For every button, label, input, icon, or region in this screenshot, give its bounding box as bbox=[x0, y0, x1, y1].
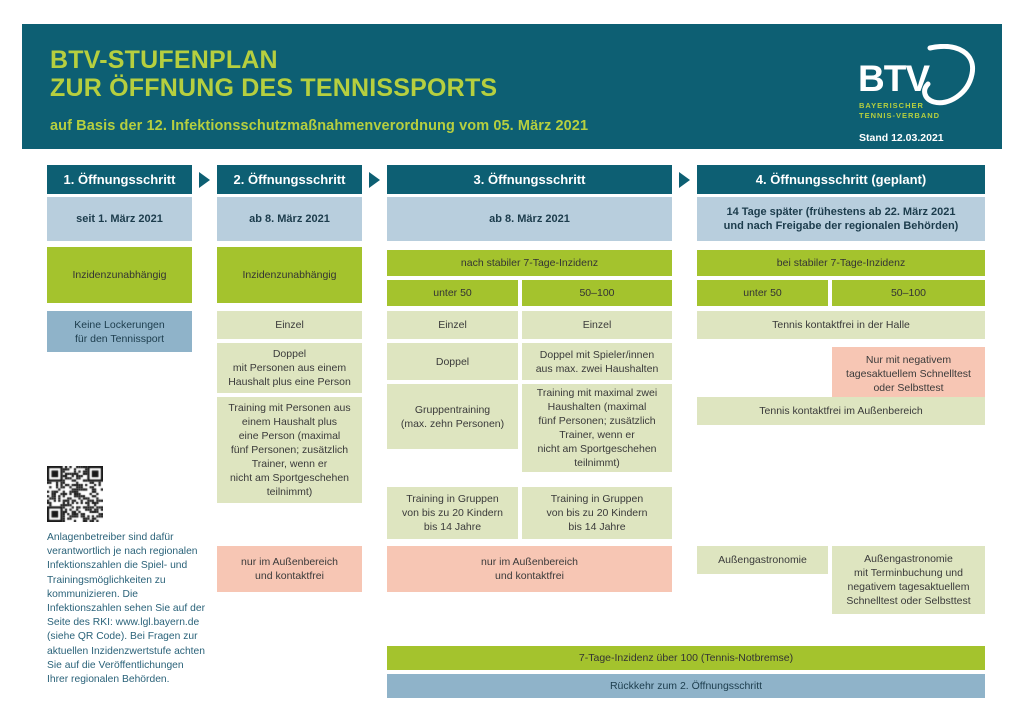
col2-item-0: Einzel bbox=[217, 311, 362, 339]
col3-right-item-1: Doppel mit Spieler/innen aus max. zwei H… bbox=[522, 343, 672, 380]
incidence-header-2: Inzidenzunabhängig bbox=[217, 247, 362, 303]
col4-full-item-1: Tennis kontaktfrei im Außenbereich bbox=[697, 397, 985, 425]
incidence-sub-4-under50: unter 50 bbox=[697, 280, 828, 306]
col3-right-item-2: Training mit maximal zwei Haushalten (ma… bbox=[522, 384, 672, 472]
col4-gastro-right: Außengastronomie mit Terminbuchung und n… bbox=[832, 546, 985, 614]
col4-right-only: Nur mit negativem tagesaktuellem Schnell… bbox=[832, 347, 985, 401]
col2-item-3: nur im Außenbereich und kontaktfrei bbox=[217, 546, 362, 592]
page-header: BTV-STUFENPLAN ZUR ÖFFNUNG DES TENNISSPO… bbox=[22, 24, 1002, 149]
incidence-header-3: nach stabiler 7-Tage-Inzidenz bbox=[387, 250, 672, 276]
col2-item-1: Doppel mit Personen aus einem Haushalt p… bbox=[217, 343, 362, 393]
btv-logo: BTV BAYERISCHER TENNIS-VERBAND Stand 12.… bbox=[856, 44, 976, 144]
col3-left-item-0: Einzel bbox=[387, 311, 518, 339]
col4-gastro-left: Außengastronomie bbox=[697, 546, 828, 574]
col1-item-0: Keine Lockerungen für den Tennissport bbox=[47, 311, 192, 352]
arrow-2-icon bbox=[369, 172, 380, 188]
column-heading-1: 1. Öffnungsschritt bbox=[47, 165, 192, 194]
col2-item-2: Training mit Personen aus einem Haushalt… bbox=[217, 397, 362, 503]
column-date-3: ab 8. März 2021 bbox=[387, 197, 672, 241]
arrow-1-icon bbox=[199, 172, 210, 188]
page-subtitle: auf Basis der 12. Infektionsschutzmaßnah… bbox=[50, 118, 589, 134]
col3-right-item-0: Einzel bbox=[522, 311, 672, 339]
incidence-header-4: bei stabiler 7-Tage-Inzidenz bbox=[697, 250, 985, 276]
col3-footer: nur im Außenbereich und kontaktfrei bbox=[387, 546, 672, 592]
logo-subtitle-line1: BAYERISCHER bbox=[859, 101, 924, 110]
logo-swoosh-icon bbox=[922, 44, 976, 106]
incidence-header-1: Inzidenzunabhängig bbox=[47, 247, 192, 303]
bottom-bar-notbremse: 7-Tage-Inzidenz über 100 (Tennis-Notbrem… bbox=[387, 646, 985, 670]
logo-subtitle-line2: TENNIS-VERBAND bbox=[859, 111, 941, 120]
incidence-sub-3-50to100: 50–100 bbox=[522, 280, 672, 306]
column-date-4: 14 Tage später (frühestens ab 22. März 2… bbox=[697, 197, 985, 241]
col3-left-item-1: Doppel bbox=[387, 343, 518, 380]
column-date-1: seit 1. März 2021 bbox=[47, 197, 192, 241]
bottom-bar-rueckkehr: Rückkehr zum 2. Öffnungsschritt bbox=[387, 674, 985, 698]
col3-left-item-3: Training in Gruppen von bis zu 20 Kinder… bbox=[387, 487, 518, 539]
column-date-2: ab 8. März 2021 bbox=[217, 197, 362, 241]
col3-left-item-2: Gruppentraining (max. zehn Personen) bbox=[387, 384, 518, 449]
note-text: Anlagenbetreiber sind dafür verantwortli… bbox=[47, 532, 205, 686]
column-heading-3: 3. Öffnungsschritt bbox=[387, 165, 672, 194]
col4-full-item-0: Tennis kontaktfrei in der Halle bbox=[697, 311, 985, 339]
arrow-3-icon bbox=[679, 172, 690, 188]
qr-code bbox=[47, 466, 103, 522]
column-heading-4: 4. Öffnungsschritt (geplant) bbox=[697, 165, 985, 194]
column-heading-2: 2. Öffnungsschritt bbox=[217, 165, 362, 194]
stand-date: Stand 12.03.2021 bbox=[859, 132, 944, 144]
incidence-sub-3-under50: unter 50 bbox=[387, 280, 518, 306]
incidence-sub-4-50to100: 50–100 bbox=[832, 280, 985, 306]
page-title: BTV-STUFENPLAN ZUR ÖFFNUNG DES TENNISSPO… bbox=[50, 46, 498, 102]
col3-right-item-3: Training in Gruppen von bis zu 20 Kinder… bbox=[522, 487, 672, 539]
logo-wordmark: BTV bbox=[858, 58, 930, 99]
